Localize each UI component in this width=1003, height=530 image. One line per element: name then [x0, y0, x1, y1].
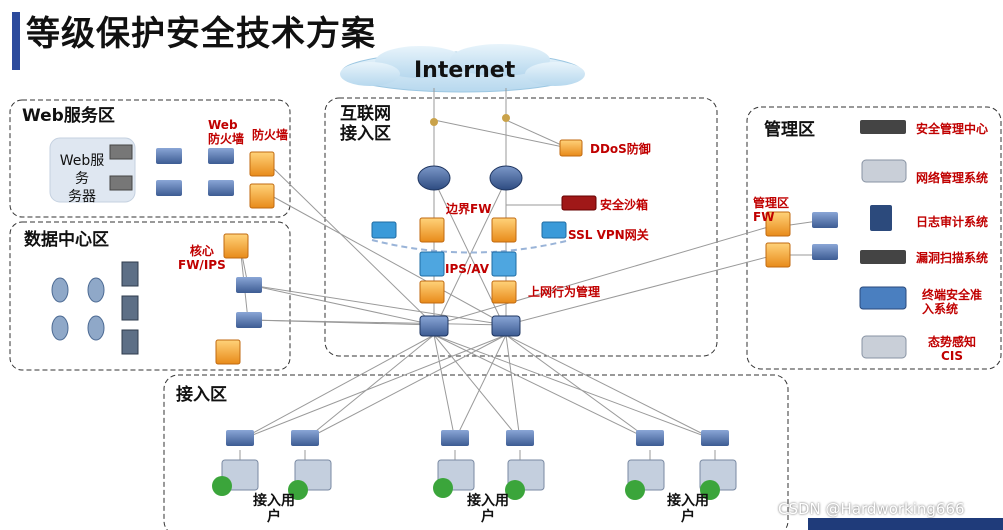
zone-datacenter-label: 数据中心区 — [24, 230, 109, 250]
firewall-icon — [249, 183, 275, 209]
web-firewall-label: Web 防火墙 — [208, 118, 245, 146]
ips-av-label: IPS/AV — [445, 262, 490, 276]
security-mgmt-center-icon — [860, 120, 906, 134]
zone-access-label: 接入区 — [176, 385, 227, 405]
access-user-label: 接入用 户 — [467, 493, 509, 525]
firewall-label: 防火墙 — [252, 128, 289, 142]
page-title: 等级保护安全技术方案 — [26, 14, 376, 54]
switch-icon — [812, 244, 838, 260]
title-accent-bar — [12, 12, 20, 70]
access-switch-icon — [506, 430, 534, 446]
mgmt-system-label: 日志审计系统 — [916, 215, 989, 229]
core-fw-label: 核心 FW/IPS — [178, 244, 226, 272]
zone-management-border — [746, 106, 1002, 370]
core-switch-icon — [491, 315, 521, 337]
internet-label: Internet — [414, 58, 516, 83]
firewall-icon — [249, 151, 275, 177]
server-tower-icon — [121, 261, 139, 355]
firewall-icon — [215, 339, 241, 365]
firewall-icon — [491, 217, 517, 243]
nac-icon — [859, 286, 907, 310]
connection-lines — [239, 88, 826, 470]
behavior-mgmt-icon — [419, 280, 445, 304]
switch-icon — [812, 212, 838, 228]
web-server-label: Web服务 务器 — [59, 153, 105, 205]
secure-terminal-icon — [699, 459, 737, 500]
ddos-label: DDoS防御 — [590, 142, 651, 156]
watermark: CSDN @Hardworking666 — [778, 500, 965, 518]
switch-icon — [156, 180, 182, 196]
zone-datacenter-border — [9, 221, 291, 371]
vpn-dashed-arc — [371, 239, 571, 254]
zone-internet-access-border — [324, 97, 718, 357]
behavior-mgmt-icon — [491, 280, 517, 304]
web-server-rack-icon — [49, 137, 136, 203]
access-switch-icon — [291, 430, 319, 446]
internet-cloud — [340, 44, 585, 93]
ips-av-icon — [419, 251, 445, 277]
router-icon — [417, 165, 451, 191]
corner-banner — [808, 518, 1003, 530]
mgmt-system-label: 态势感知 CIS — [928, 335, 977, 363]
situation-awareness-icon — [861, 335, 907, 359]
router-icon — [489, 165, 523, 191]
switch-icon — [236, 312, 262, 328]
firewall-icon — [765, 211, 791, 237]
core-switch-icon — [419, 315, 449, 337]
access-switch-icon — [701, 430, 729, 446]
firewall-icon — [419, 217, 445, 243]
ddos-device-icon — [559, 139, 583, 157]
switch-icon — [208, 148, 234, 164]
secure-terminal-icon — [212, 459, 259, 496]
vpn-gateway-icon — [541, 221, 567, 239]
access-switch-icon — [636, 430, 664, 446]
switch-icon — [236, 277, 262, 293]
switch-icon — [156, 148, 182, 164]
access-user-label: 接入用 户 — [667, 493, 709, 525]
mgmt-system-label: 安全管理中心 — [916, 122, 989, 136]
border-fw-label: 边界FW — [446, 202, 492, 216]
behavior-mgmt-label: 上网行为管理 — [528, 285, 601, 299]
access-user-label: 接入用 户 — [253, 493, 295, 525]
link-connector-icon — [430, 118, 438, 126]
ips-av-icon — [491, 251, 517, 277]
storage-icon — [51, 277, 105, 341]
access-switch-icon — [226, 430, 254, 446]
secure-terminal-icon — [505, 459, 545, 500]
secure-terminal-icon — [625, 459, 665, 500]
zone-access-border — [163, 374, 789, 530]
vpn-gateway-icon — [371, 221, 397, 239]
access-switch-icon — [441, 430, 469, 446]
zone-web-label: Web服务区 — [22, 106, 115, 126]
secure-terminal-icon — [288, 459, 332, 500]
mgmt-system-label: 终端安全准 入系统 — [922, 288, 983, 316]
log-audit-icon — [870, 205, 892, 231]
network-mgmt-icon — [861, 159, 907, 183]
mgmt-fw-label: 管理区 FW — [753, 196, 790, 224]
firewall-icon — [223, 233, 249, 259]
sandbox-device-icon — [561, 195, 597, 211]
zone-internet-access-label: 互联网 接入区 — [340, 104, 391, 144]
sandbox-label: 安全沙箱 — [600, 198, 649, 212]
zone-web-border — [9, 99, 291, 218]
mgmt-system-label: 网络管理系统 — [916, 171, 989, 185]
mgmt-system-label: 漏洞扫描系统 — [916, 251, 989, 265]
zone-management-label: 管理区 — [764, 120, 815, 140]
link-connector-icon — [502, 114, 510, 122]
secure-terminal-icon — [433, 459, 475, 498]
ssl-vpn-label: SSL VPN网关 — [568, 228, 649, 242]
firewall-icon — [765, 242, 791, 268]
vuln-scan-icon — [860, 250, 906, 264]
switch-icon — [208, 180, 234, 196]
